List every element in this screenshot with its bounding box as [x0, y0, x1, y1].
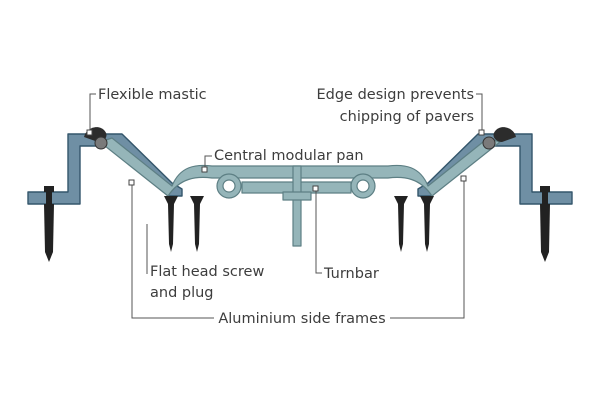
turnbar: [241, 165, 352, 247]
label-side-frames: Aluminium side frames: [218, 311, 385, 327]
leader-lines: [89, 93, 483, 319]
right-hinge: [350, 173, 376, 199]
screw-outer-right: [540, 186, 550, 262]
label-edge-design-line1: Edge design prevents: [316, 87, 474, 103]
flat-head-screws-left: [164, 196, 204, 252]
label-screw-line1: Flat head screw: [150, 264, 264, 280]
label-flexible-mastic: Flexible mastic: [98, 87, 207, 103]
label-turnbar: Turnbar: [323, 266, 379, 282]
screw-outer-left: [44, 186, 54, 262]
label-edge-design-line2: chipping of pavers: [340, 109, 474, 125]
flat-head-screws-right: [394, 196, 434, 252]
left-hinge: [216, 173, 242, 199]
mastic-right: [482, 127, 516, 150]
label-central-pan: Central modular pan: [214, 148, 364, 164]
callout-markers: [86, 129, 485, 192]
label-screw-line2: and plug: [150, 285, 214, 301]
